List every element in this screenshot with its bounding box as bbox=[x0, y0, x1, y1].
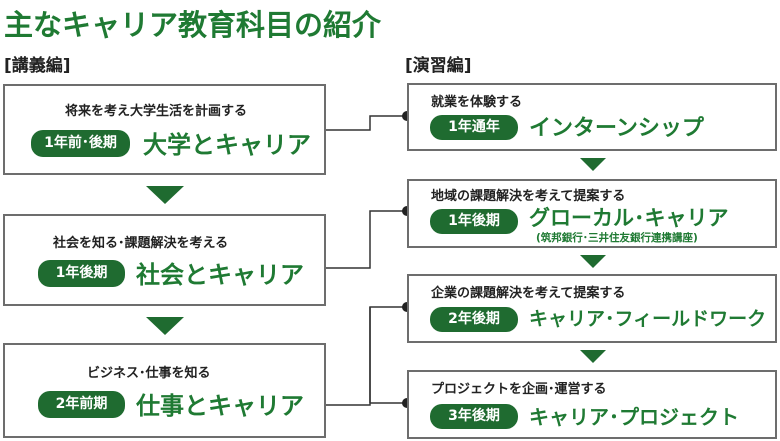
lecture-course-box: 社会を知る･課題解決を考える 1年後期 社会とキャリア bbox=[3, 214, 326, 306]
term-badge: 1年通年 bbox=[430, 115, 518, 140]
practice-course-box: 企業の課題解決を考えて提案する 2年後期 キャリア･フィールドワーク bbox=[407, 274, 777, 343]
course-description: 企業の課題解決を考えて提案する bbox=[431, 286, 626, 301]
course-name: 仕事とキャリア bbox=[136, 392, 304, 420]
page-title: 主なキャリア教育科目の紹介 bbox=[4, 8, 382, 42]
down-arrow-icon bbox=[580, 350, 606, 363]
lecture-section-header: [講義編] bbox=[4, 56, 71, 76]
course-name: キャリア･フィールドワーク bbox=[529, 308, 767, 330]
course-name: インターンシップ bbox=[529, 116, 704, 141]
down-arrow-icon bbox=[146, 186, 184, 204]
term-badge: 1年後期 bbox=[38, 260, 125, 287]
lecture-course-box: 将来を考え大学生活を計画する 1年前･後期 大学とキャリア bbox=[3, 84, 326, 175]
course-description: ビジネス･仕事を知る bbox=[87, 366, 211, 381]
course-name: キャリア･プロジェクト bbox=[529, 405, 739, 429]
course-description: 将来を考え大学生活を計画する bbox=[65, 104, 248, 119]
down-arrow-icon bbox=[580, 255, 606, 268]
down-arrow-icon bbox=[580, 158, 606, 171]
term-badge: 2年前期 bbox=[38, 391, 125, 418]
connector-line bbox=[326, 210, 407, 269]
term-badge: 1年前･後期 bbox=[31, 130, 130, 157]
connector-line bbox=[326, 115, 407, 131]
course-name: 社会とキャリア bbox=[136, 261, 304, 289]
course-note: (筑邦銀行･三井住友銀行連携講座) bbox=[536, 232, 698, 244]
connector-line bbox=[326, 306, 407, 406]
lecture-course-box: ビジネス･仕事を知る 2年前期 仕事とキャリア bbox=[3, 343, 326, 438]
course-description: 社会を知る･課題解決を考える bbox=[53, 236, 229, 251]
term-badge: 2年後期 bbox=[430, 307, 518, 332]
course-description: プロジェクトを企画･運営する bbox=[431, 382, 607, 397]
course-name: グローカル･キャリア bbox=[529, 206, 729, 230]
course-name: 大学とキャリア bbox=[143, 131, 311, 159]
course-description: 就業を体験する bbox=[431, 95, 523, 110]
course-description: 地域の課題解決を考えて提案する bbox=[431, 189, 626, 204]
term-badge: 1年後期 bbox=[430, 209, 518, 234]
practice-section-header: [演習編] bbox=[405, 56, 472, 76]
practice-course-box: 就業を体験する 1年通年 インターンシップ bbox=[407, 83, 777, 151]
down-arrow-icon bbox=[146, 317, 184, 335]
practice-course-box: 地域の課題解決を考えて提案する 1年後期 グローカル･キャリア (筑邦銀行･三井… bbox=[407, 179, 777, 248]
practice-course-box: プロジェクトを企画･運営する 3年後期 キャリア･プロジェクト bbox=[407, 370, 777, 439]
term-badge: 3年後期 bbox=[430, 404, 518, 429]
